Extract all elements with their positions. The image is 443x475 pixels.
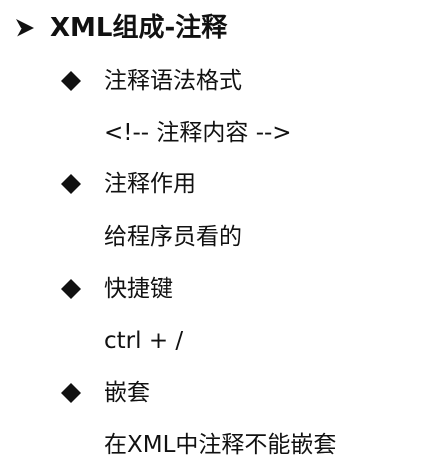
bullet-label: 嵌套 [104,380,150,406]
diamond-icon [61,71,81,91]
detail-text: 在XML中注释不能嵌套 [104,432,337,458]
bullet-label: 注释作用 [104,171,196,197]
bullet-detail: ctrl + / [104,321,183,361]
diamond-icon [61,383,81,403]
bullet-label: 注释语法格式 [104,68,242,94]
diamond-icon [61,174,81,194]
bullet-detail: 给程序员看的 [104,217,242,257]
arrowhead-icon [15,19,34,38]
bullet-detail: 在XML中注释不能嵌套 [104,425,336,465]
diamond-icon [61,279,81,299]
bullet-item: 嵌套 [60,373,150,413]
detail-text: ctrl + / [104,328,184,354]
page-title: XML组成-注释 [50,13,228,43]
detail-text: <!-- 注释内容 --> [104,120,292,146]
bullet-item: 注释语法格式 [60,61,242,101]
detail-text: 给程序员看的 [104,224,242,250]
bullet-detail: <!-- 注释内容 --> [104,113,292,153]
title-row: XML组成-注释 [14,8,227,48]
bullet-label: 快捷键 [104,276,173,302]
bullet-item: 注释作用 [60,164,196,204]
bullet-item: 快捷键 [60,269,173,309]
